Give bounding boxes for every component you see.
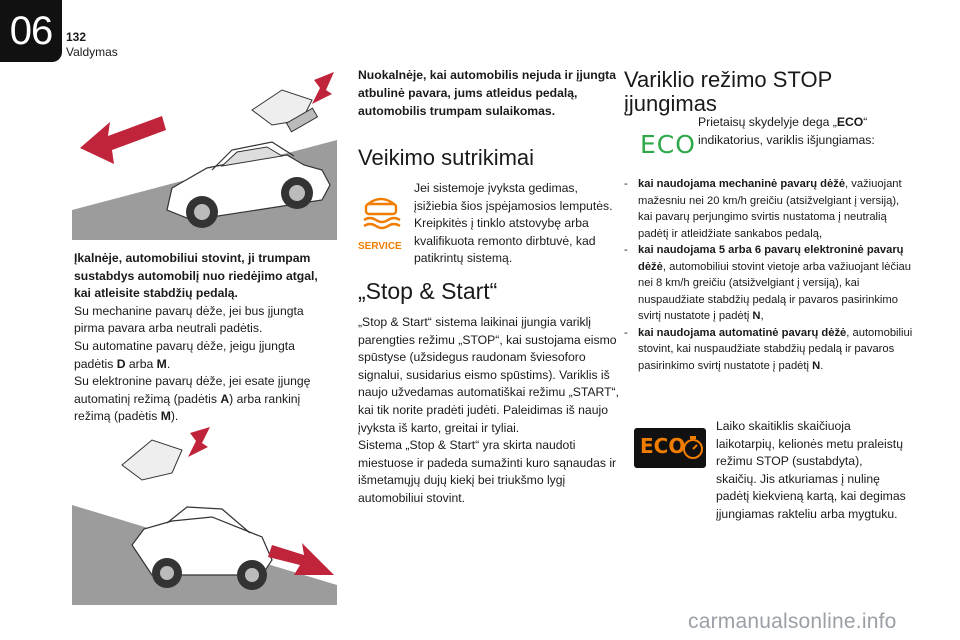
uphill-heading: Įkalnėje, automobiliui stovint, ji trump… [74,251,318,301]
service-warning-label: SERVICE [358,241,402,252]
bullet-manual-gearbox: -kai naudojama mechaninė pavarų dėžė, va… [624,178,902,240]
eco-counter-icon: ECO [634,428,706,468]
malfunction-title: Veikimo sutrikimai [358,145,535,170]
stop-start-title: „Stop & Start“ [358,278,498,304]
manual-gearbox-text: Su mechanine pavarų dėže, jei bus įjungt… [74,303,304,336]
electronic-gearbox-text: Su elektronine pavarų dėže, jei esate įj… [74,374,311,424]
service-warning-icons: SERVICE [358,190,404,260]
stop-counter-text: Laiko skaitiklis skaičiuoja laikotarpių,… [716,419,906,521]
bullet-automatic-gearbox: -kai naudojama automatinė pavarų dėžė, a… [624,326,913,372]
downhill-car-illustration [72,425,337,605]
stop-start-warning-icon [363,197,401,230]
uphill-car-illustration [72,70,337,240]
page-number: 132 [66,30,87,44]
malfunction-text: Jei sistemoje įvyksta gedimas, įsižiebia… [414,181,613,266]
chapter-number: 06 [0,0,62,62]
section-name: Valdymas [66,45,118,59]
downhill-heading: Nuokalnėje, kai automobilis nejuda ir įj… [358,68,617,118]
watermark: carmanualsonline.info [688,610,897,633]
stopwatch-icon [683,436,703,459]
eco-indicator-icon: ECO [640,130,696,159]
bullet-electronic-gearbox: -kai naudojama 5 arba 6 pavarų elektroni… [624,244,912,322]
stop-start-text: „Stop & Start“ sistema laikinai įjungia … [358,315,620,505]
eco-indicator-text: Prietaisų skydelyje dega „ECO“ indikator… [698,115,875,147]
automatic-gearbox-text: Su automatine pavarų dėže, jeigu įjungta… [74,338,295,371]
